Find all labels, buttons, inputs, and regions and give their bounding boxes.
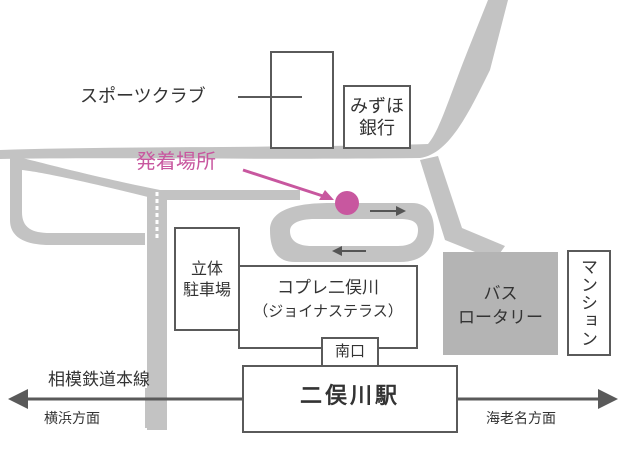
east-loop-road bbox=[270, 203, 434, 262]
yokohama-direction-label: 横浜方面 bbox=[44, 411, 100, 427]
sports-club-building bbox=[270, 51, 334, 149]
mall-name-label: コプレ二俣川 bbox=[277, 278, 379, 298]
loop-arrows bbox=[332, 206, 406, 256]
station-building bbox=[242, 365, 458, 433]
mizuho-bank-building bbox=[343, 85, 411, 149]
departure-point-label: 発着場所 bbox=[136, 149, 216, 173]
mansion-building bbox=[567, 250, 611, 356]
west-loop-road bbox=[10, 158, 300, 245]
buildings bbox=[174, 51, 611, 433]
bus-rotary-area bbox=[443, 252, 558, 355]
mansion-label: マンション bbox=[577, 258, 597, 348]
departure-dot bbox=[335, 191, 359, 215]
mall-building bbox=[238, 265, 418, 349]
south-exit-box bbox=[321, 337, 379, 367]
vertical-road-left bbox=[147, 190, 167, 430]
rail-line-label: 相模鉄道本線 bbox=[48, 370, 150, 390]
mizuho-bank-label: みずほ 銀行 bbox=[350, 96, 404, 139]
lower-road-left bbox=[145, 388, 165, 428]
station-label: 二俣川駅 bbox=[299, 384, 400, 409]
main-road bbox=[0, 0, 508, 159]
parking-label: 立体 駐車場 bbox=[182, 259, 231, 299]
side-road-right bbox=[420, 156, 505, 260]
bus-rotary-label: バス ロータリー bbox=[458, 284, 543, 328]
rail-line-arrow bbox=[8, 389, 618, 409]
mall-sub-label: （ジョイナステラス） bbox=[253, 302, 403, 320]
sports-club-label: スポーツクラブ bbox=[80, 86, 206, 107]
departure-marker bbox=[242, 168, 359, 215]
ebina-direction-label: 海老名方面 bbox=[486, 411, 556, 427]
south-exit-label: 南口 bbox=[334, 342, 365, 360]
